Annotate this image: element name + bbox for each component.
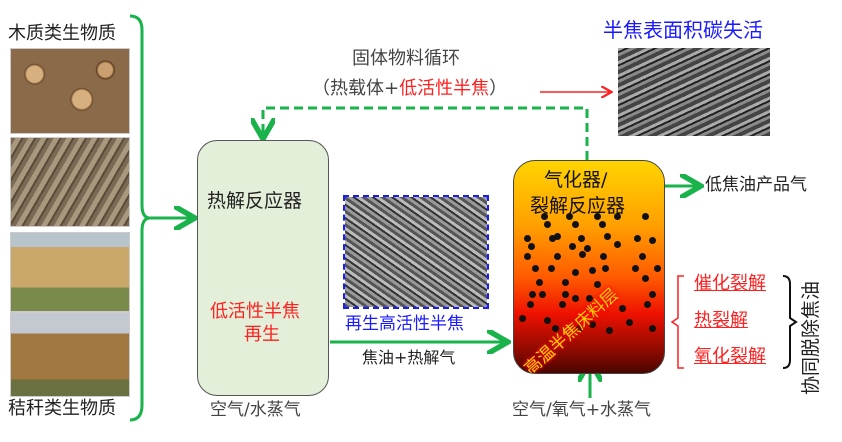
gasifier-title-2: 裂解反应器 (530, 195, 626, 217)
char-particle (572, 221, 579, 228)
char-particle (642, 213, 649, 220)
char-particle (654, 265, 661, 272)
char-particle (519, 315, 526, 322)
char-particle (604, 233, 611, 240)
woody-biomass-label: 木质类生物质 (8, 23, 116, 44)
pyrolysis-input-label: 空气/水蒸气 (210, 400, 301, 420)
gasifier-title-1: 气化器/ (544, 169, 608, 191)
char-particle (554, 233, 561, 240)
char-particle (599, 221, 606, 228)
summary-brace (782, 275, 798, 369)
char-particle (589, 267, 596, 274)
char-particle (562, 291, 569, 298)
char-particle (594, 213, 601, 220)
char-particle (541, 213, 548, 220)
loop-low-activity-char: 低活性半焦 (399, 78, 490, 99)
product-gas-label: 低焦油产品气 (705, 175, 807, 195)
regenerated-char-label: 再生高活性半焦 (345, 314, 464, 334)
mechanism-bracket (670, 275, 684, 369)
low-activity-char-label: 低活性半焦 (210, 301, 300, 322)
solid-loop-label: 固体物料循环 (352, 48, 460, 69)
catalytic-cracking-label: 催化裂解 (694, 273, 766, 294)
char-particle (649, 291, 656, 298)
char-particle (614, 213, 621, 220)
regenerated-char-sem-image (343, 195, 489, 309)
char-particle (554, 253, 561, 260)
char-particle (589, 321, 596, 328)
char-particle (584, 245, 591, 252)
char-particle (544, 221, 551, 228)
pyrolysis-reactor-title: 热解反应器 (207, 190, 303, 212)
char-particle (642, 275, 649, 282)
char-particle (562, 279, 569, 286)
oxidative-cracking-label: 氧化裂解 (694, 346, 766, 367)
regeneration-label: 再生 (244, 324, 280, 345)
char-particle (539, 291, 546, 298)
char-particle (614, 241, 621, 248)
char-particle (549, 235, 556, 242)
char-particle (566, 213, 573, 220)
char-particle (532, 265, 539, 272)
wood-logs-photo (10, 48, 130, 134)
char-particle (639, 253, 646, 260)
char-particle (586, 295, 593, 302)
char-particle (606, 327, 613, 334)
char-particle (644, 301, 651, 308)
char-particle (552, 325, 559, 332)
char-particle (544, 317, 551, 324)
char-particle (578, 235, 585, 242)
feed-brace (129, 14, 151, 422)
solid-loop-dashed-arrow (263, 106, 589, 160)
char-particle (579, 251, 586, 258)
char-particle (619, 305, 626, 312)
pyrolysis-reactor (197, 140, 329, 396)
synergistic-tar-removal-label: 协同脱除焦油 (800, 280, 822, 395)
char-particle (649, 325, 656, 332)
char-particle (524, 253, 531, 260)
tar-gas-label: 焦油+热解气 (362, 348, 456, 367)
deactivation-title: 半焦表面积碳失活 (603, 18, 763, 42)
deactivated-char-sem-image (618, 48, 770, 136)
char-particle (649, 237, 656, 244)
thermal-cracking-label: 热裂解 (694, 310, 748, 331)
char-particle (536, 279, 543, 286)
char-particle (594, 281, 601, 288)
loop-open: （热载体+ (312, 78, 400, 99)
char-particle (528, 243, 535, 250)
loop-close: ） (489, 78, 508, 99)
char-particle (529, 291, 536, 298)
char-particle (572, 295, 579, 302)
straw-biomass-label: 秸秆类生物质 (8, 398, 116, 419)
char-particle (600, 253, 607, 260)
char-particle (626, 319, 633, 326)
char-particle (576, 325, 583, 332)
char-particle (572, 269, 579, 276)
gasifier-reactor: 气化器/ 裂解反应器 高温半焦床料层 (513, 160, 665, 374)
char-particle (527, 301, 534, 308)
straw-stack-photo (10, 232, 130, 312)
char-particle (632, 265, 639, 272)
char-particle (602, 265, 609, 272)
gasifier-input-label: 空气/氧气+水蒸气 (512, 400, 651, 420)
wood-chips-photo (10, 137, 130, 227)
char-particle (548, 265, 555, 272)
stalk-bundle-photo (10, 312, 130, 397)
char-particle (524, 235, 531, 242)
char-particle (559, 301, 566, 308)
char-particle (569, 243, 576, 250)
char-particle (634, 235, 641, 242)
